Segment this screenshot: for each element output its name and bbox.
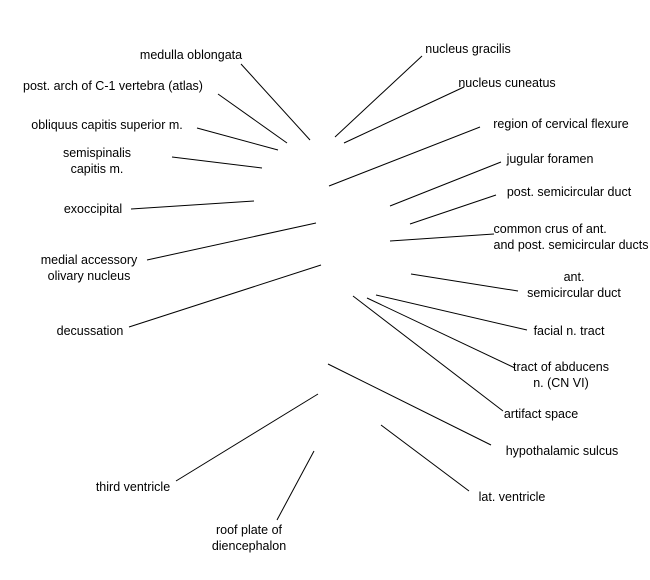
leader-jugular-foramen — [389, 161, 502, 207]
leader-decussation — [128, 264, 322, 328]
leader-nucleus-cuneatus — [343, 86, 465, 144]
label-hypothalamic-sulcus: hypothalamic sulcus — [505, 444, 619, 458]
leader-facial-tract — [375, 294, 528, 331]
label-abducens: tract of abducens n. (CN VI) — [513, 360, 609, 390]
leader-exoccipital — [130, 200, 255, 210]
label-cervical-flexure: region of cervical flexure — [493, 117, 629, 131]
leader-roof-plate — [276, 450, 315, 521]
label-post-arch-c1: post. arch of C-1 vertebra (atlas) — [23, 79, 203, 93]
label-obliquus-capitis: obliquus capitis superior m. — [31, 118, 183, 132]
leader-artifact-space — [352, 295, 504, 412]
label-common-crus: common crus of ant. and post. semicircul… — [493, 222, 649, 252]
leader-nucleus-gracilis — [334, 55, 423, 138]
label-decussation: decussation — [56, 324, 124, 338]
leader-third-ventricle — [175, 393, 319, 482]
label-ant-semicircular: ant. semicircular duct — [527, 270, 621, 300]
label-jugular-foramen: jugular foramen — [506, 152, 594, 166]
label-exoccipital: exoccipital — [63, 202, 123, 216]
leader-ant-semicircular — [410, 273, 519, 292]
label-roof-plate: roof plate of diencephalon — [211, 523, 287, 553]
label-medulla-oblongata: medulla oblongata — [139, 48, 243, 62]
label-medial-accessory: medial accessory olivary nucleus — [40, 253, 138, 283]
leader-semispinalis — [171, 156, 263, 169]
leader-hypothalamic-sulcus — [327, 363, 492, 446]
leader-post-semicircular — [409, 194, 497, 225]
leader-medulla-oblongata — [240, 63, 311, 141]
label-nucleus-gracilis: nucleus gracilis — [425, 42, 511, 56]
label-nucleus-cuneatus: nucleus cuneatus — [458, 76, 556, 90]
label-post-semicircular: post. semicircular duct — [506, 185, 632, 199]
leader-post-arch-c1 — [217, 93, 288, 144]
label-artifact-space: artifact space — [503, 407, 579, 421]
leader-abducens — [366, 297, 516, 369]
leader-common-crus — [389, 233, 495, 242]
leader-cervical-flexure — [328, 126, 481, 187]
label-semispinalis: semispinalis capitis m. — [62, 146, 132, 176]
label-facial-tract: facial n. tract — [533, 324, 605, 338]
label-third-ventricle: third ventricle — [95, 480, 171, 494]
leader-obliquus-capitis — [196, 127, 279, 151]
leader-medial-accessory — [146, 222, 317, 261]
leader-lat-ventricle — [380, 424, 470, 492]
label-lat-ventricle: lat. ventricle — [478, 490, 546, 504]
